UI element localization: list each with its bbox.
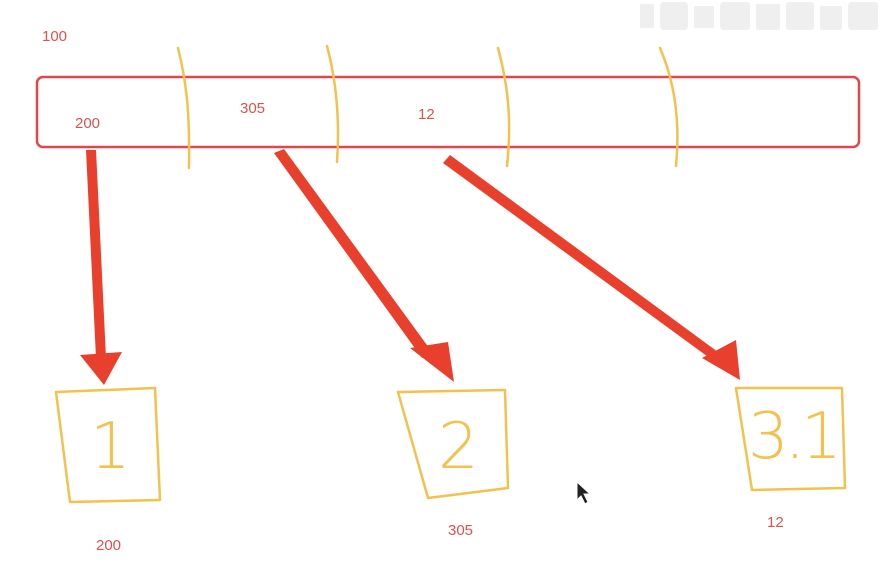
arrow-3-head [702, 340, 740, 380]
arrow-2-head [410, 342, 454, 382]
arrow-1-head [80, 352, 122, 385]
target-box-3-content: 3.1 [748, 400, 842, 474]
arrow-2 [274, 149, 432, 358]
cell-dividers [176, 44, 679, 170]
array-cell-1-value: 305 [240, 100, 266, 117]
array-outline [35, 75, 861, 149]
target-box-2 [396, 388, 510, 500]
target-box-1-content: 1 [90, 410, 131, 484]
divider-1 [176, 46, 191, 170]
mouse-cursor-icon [576, 480, 592, 505]
target-box-1-address: 200 [96, 537, 122, 554]
target-box-3 [734, 386, 847, 492]
target-box-1 [54, 386, 162, 504]
arrow-1 [86, 150, 106, 358]
pointer-arrows [80, 149, 740, 385]
divider-4 [658, 46, 679, 168]
divider-2 [325, 44, 340, 164]
watermark-logo [640, 2, 878, 30]
target-box-2-content: 2 [438, 410, 479, 484]
arrow-3 [443, 155, 722, 362]
target-box-2-address: 305 [448, 522, 474, 539]
target-box-3-address: 12 [767, 514, 784, 531]
base-address-label: 100 [42, 28, 68, 45]
divider-3 [496, 46, 511, 168]
target-boxes [54, 386, 847, 504]
array-cell-0-value: 200 [75, 115, 101, 132]
array-cell-2-value: 12 [418, 106, 435, 123]
